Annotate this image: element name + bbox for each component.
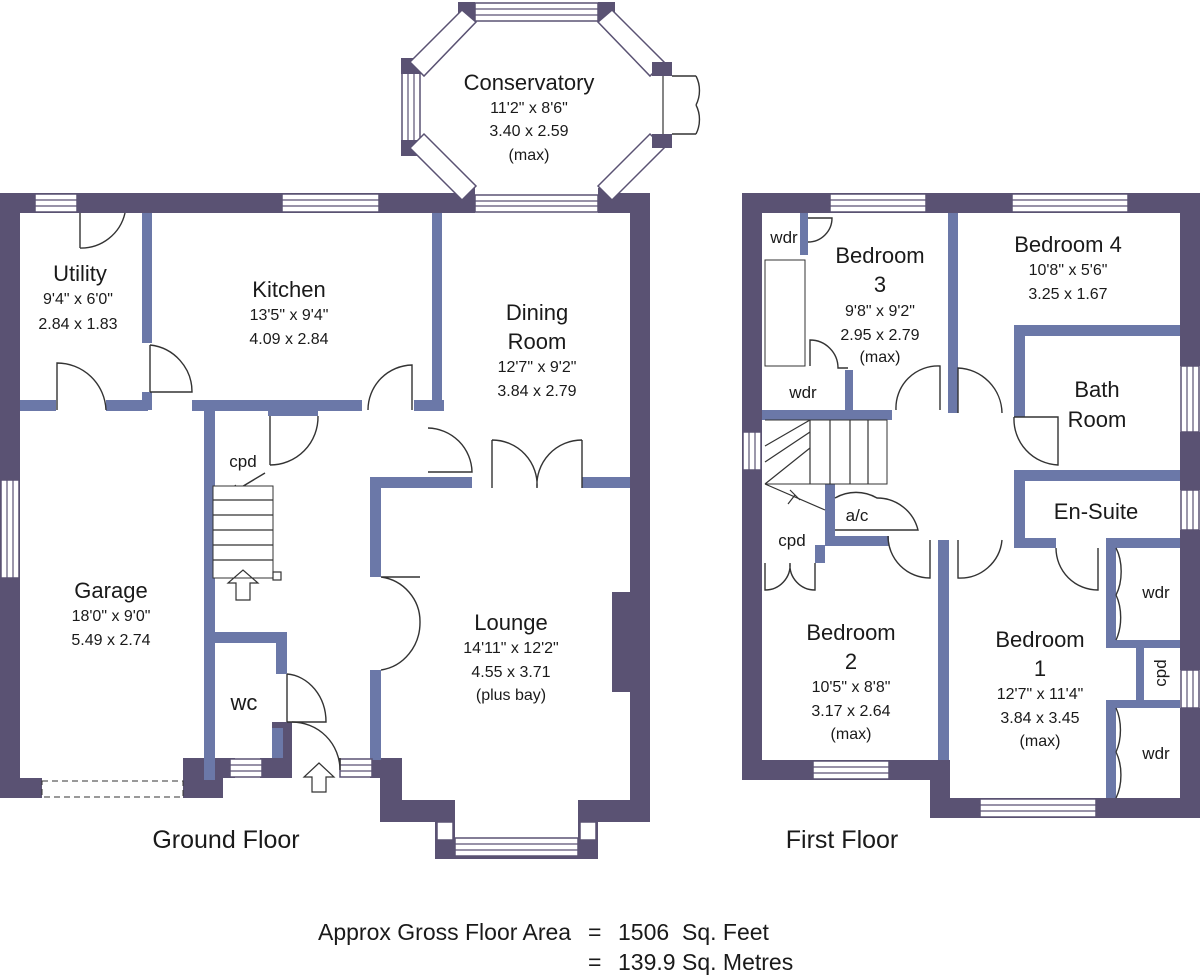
lounge-name: Lounge — [474, 610, 547, 635]
lounge-imperial: 14'11" x 12'2" — [463, 640, 558, 657]
bedroom3-imperial: 9'8" x 9'2" — [845, 303, 915, 320]
dining-imperial: 12'7" x 9'2" — [498, 359, 577, 376]
bathroom-name-line2: Room — [1068, 407, 1127, 432]
garage-imperial: 18'0" x 9'0" — [72, 608, 151, 625]
area-eq-1: = — [588, 919, 601, 945]
bedroom2-note: (max) — [831, 726, 872, 743]
dining-metric: 3.84 x 2.79 — [497, 383, 576, 400]
area-eq-2: = — [588, 949, 601, 975]
dining-name-line1: Dining — [506, 300, 568, 325]
bedroom1-imperial: 12'7" x 11'4" — [997, 686, 1084, 703]
area-label: Approx Gross Floor Area — [318, 919, 571, 945]
dining-name-line2: Room — [508, 329, 567, 354]
ground-floor-caption: Ground Floor — [152, 826, 299, 854]
bedroom2-name-line2: 2 — [845, 649, 857, 674]
kitchen-name: Kitchen — [252, 277, 325, 302]
area-sqft-value: 1506 — [618, 919, 669, 945]
garage-name: Garage — [74, 578, 147, 603]
lounge-note: (plus bay) — [476, 687, 546, 704]
conservatory-structure — [401, 2, 701, 202]
kitchen-imperial: 13'5" x 9'4" — [250, 307, 329, 324]
area-sqft-unit: Sq. Feet — [682, 919, 770, 945]
bedroom4-imperial: 10'8" x 5'6" — [1029, 262, 1108, 279]
conservatory-imperial: 11'2" x 8'6" — [490, 100, 568, 117]
lounge-metric: 4.55 x 3.71 — [471, 664, 550, 681]
first-floor-walls — [742, 193, 1200, 818]
first-floor-caption: First Floor — [786, 826, 899, 854]
utility-name: Utility — [53, 261, 107, 286]
ground-cpd-label: cpd — [229, 452, 256, 471]
bedroom3-name-line2: 3 — [874, 272, 886, 297]
bedroom2-metric: 3.17 x 2.64 — [811, 703, 890, 720]
wdr-top-label: wdr — [769, 228, 798, 247]
bedroom2-imperial: 10'5" x 8'8" — [812, 679, 891, 696]
bedroom1-name-line1: Bedroom — [995, 627, 1084, 652]
first-cpd-label: cpd — [778, 531, 805, 550]
utility-imperial: 9'4" x 6'0" — [43, 291, 113, 308]
first-floor-windows — [742, 193, 1200, 818]
bedroom4-metric: 3.25 x 1.67 — [1028, 286, 1107, 303]
cpd-b1-label: cpd — [1151, 659, 1170, 686]
wc-label: wc — [230, 690, 258, 715]
conservatory-metric: 3.40 x 2.59 — [489, 123, 568, 140]
conservatory-name: Conservatory — [464, 70, 595, 95]
first-floor-doors — [764, 217, 1122, 799]
kitchen-metric: 4.09 x 2.84 — [249, 331, 328, 348]
bedroom3-metric: 2.95 x 2.79 — [840, 327, 919, 344]
area-sqm-unit: Sq. Metres — [682, 949, 793, 975]
garage-metric: 5.49 x 2.74 — [71, 632, 150, 649]
utility-metric: 2.84 x 1.83 — [38, 316, 117, 333]
bedroom1-name-line2: 1 — [1034, 656, 1046, 681]
bedroom1-note: (max) — [1020, 733, 1061, 750]
bedroom2-name-line1: Bedroom — [806, 620, 895, 645]
ground-floor-windows — [0, 193, 599, 857]
ground-floor-walls — [0, 188, 650, 859]
ensuite-name: En-Suite — [1054, 499, 1138, 524]
wdr-mid-label: wdr — [788, 383, 817, 402]
bedroom1-metric: 3.84 x 3.45 — [1000, 710, 1079, 727]
wdr-b1-top-label: wdr — [1141, 583, 1170, 602]
ground-floor-doors — [56, 212, 583, 771]
ground-floor-stairs — [212, 485, 336, 793]
bedroom3-name-line1: Bedroom — [835, 243, 924, 268]
area-sqm-value: 139.9 — [618, 949, 676, 975]
bedroom3-note: (max) — [860, 349, 901, 366]
conservatory-note: (max) — [509, 147, 550, 164]
wdr-b1-bottom-label: wdr — [1141, 744, 1170, 763]
bathroom-name-line1: Bath — [1074, 377, 1119, 402]
bedroom4-name: Bedroom 4 — [1014, 232, 1122, 257]
first-floor-stairs — [764, 419, 888, 511]
ac-label: a/c — [846, 506, 869, 525]
